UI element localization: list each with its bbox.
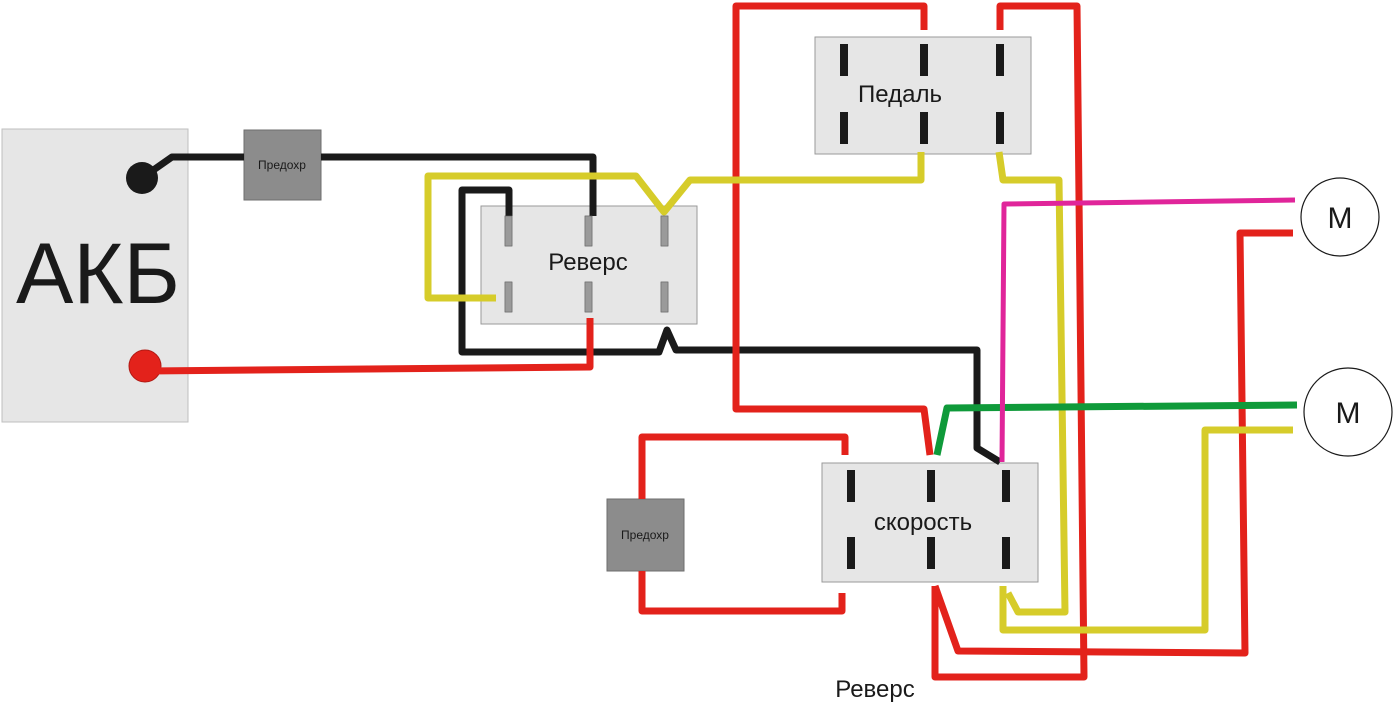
motor-bottom-circle (1303, 367, 1393, 457)
wire-yellow-pedal-to-speed (995, 151, 1069, 616)
wire-black-fuse-to-reverse (321, 153, 597, 216)
fuse-bottom: Предохр (606, 498, 685, 572)
wire-yellow-motor-bottom (999, 426, 1293, 634)
motor-top: M (1300, 177, 1380, 257)
wires (139, 2, 1298, 681)
pedal-switch-label: Педаль (858, 81, 942, 108)
fuse-top-body (243, 129, 322, 201)
motor-bottom-label: M (1336, 397, 1361, 430)
fuse-top: Предохр (243, 129, 322, 201)
wire-black-reverse-loop (458, 186, 1002, 465)
fuse-top-label: Предохр (258, 158, 306, 172)
wire-red-fuse-loop-bottom (638, 571, 846, 615)
reverse-pin-overlay (504, 215, 669, 313)
reverse-switch-label: Реверс (548, 249, 627, 276)
wire-magenta-motor-top (999, 197, 1296, 463)
footer-reverse-label: Реверс (835, 676, 914, 703)
battery-label: АКБ (16, 226, 180, 322)
motor-top-circle (1300, 177, 1380, 257)
battery-positive-terminal (128, 349, 162, 383)
motor-bottom: M (1303, 367, 1393, 457)
wire-yellow-reverse-loop (424, 152, 925, 302)
wire-red-pedal-to-speed (732, 2, 934, 456)
wire-red-battery-to-reverse (147, 318, 594, 375)
wire-red-motor-top (931, 229, 1293, 657)
wire-black-battery-to-fuse (139, 153, 244, 181)
wire-red-pedal-to-speed-bottom (931, 2, 1088, 681)
speed-switch-label: скорость (874, 509, 972, 536)
fuse-bottom-label: Предохр (621, 528, 669, 542)
wire-red-fuse-loop (638, 433, 849, 499)
wire-green-motor-bottom (933, 401, 1298, 456)
pin-overlay (847, 44, 1010, 502)
battery: АКБ (1, 128, 189, 423)
motor-top-label: M (1328, 202, 1353, 235)
